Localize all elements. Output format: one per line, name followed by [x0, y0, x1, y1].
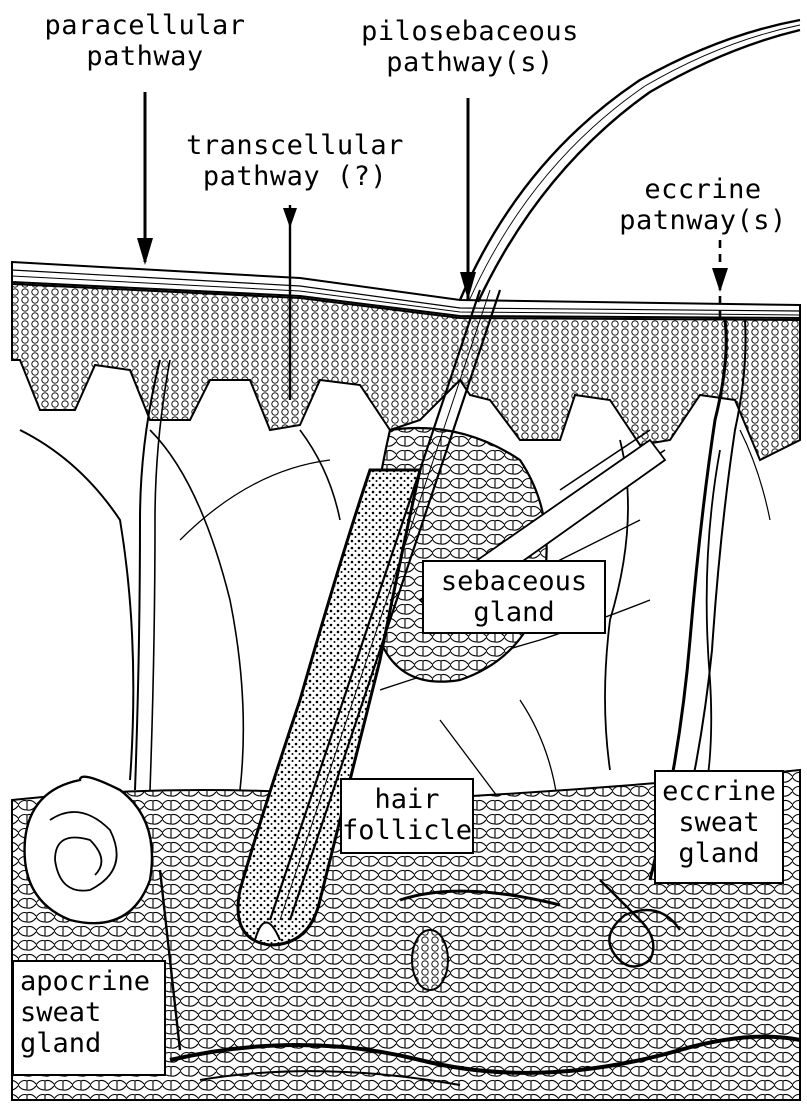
eccrine-pathway-label: eccrine patnway(s) — [619, 174, 787, 236]
apocrine-gland-shape — [23, 359, 182, 1051]
sebaceous-gland-label: sebaceous gland — [422, 560, 606, 634]
paracellular-pathway-label: paracellular pathway — [44, 10, 246, 72]
apocrine-sweat-gland-label: apocrine sweat gland — [12, 960, 166, 1076]
blood-vessels — [169, 889, 801, 1086]
pathway-arrows — [137, 92, 728, 400]
transcellular-pathway-label: transcellular pathway (?) — [186, 130, 404, 192]
pilosebaceous-pathway-label: pilosebaceous pathway(s) — [361, 16, 579, 78]
eccrine-sweat-gland-label: eccrine sweat gland — [654, 770, 784, 884]
stratum-corneum — [11, 260, 801, 320]
hair-follicle-label: hair follicle — [340, 778, 474, 854]
viable-epidermis — [11, 282, 801, 462]
